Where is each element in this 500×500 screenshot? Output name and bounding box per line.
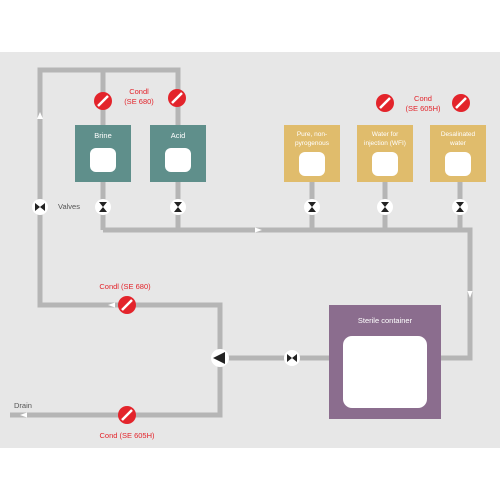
flow-arrow-icon [467,291,473,298]
drain-label: Drain [14,401,32,410]
tank-brine-label: Brine [94,131,112,140]
flow-arrow-icon [37,112,43,119]
flow-arrow-icon [20,412,27,418]
tank-pure-label-line1: Pure, non- [297,131,327,138]
tank-desal: Desalinated water [430,125,486,182]
pump-icon[interactable] [211,349,229,367]
sterile-container-label: Sterile container [358,316,413,325]
tank-desal-label-line2: water [449,140,467,147]
sensor-label-top-right-model: (SE 605H) [405,104,441,113]
sensor-label-middle: Condl (SE 680) [99,282,151,291]
flow-arrows [20,112,473,418]
conductivity-sensor-icon[interactable] [118,296,136,314]
valves [32,199,468,366]
sensors [94,89,470,424]
tank-brine: Brine [75,125,131,182]
flow-arrow-icon [255,227,262,233]
valve-icon[interactable] [284,350,300,366]
tank-pure-label-line2: pyrogenous [295,140,330,147]
conductivity-sensor-icon[interactable] [118,406,136,424]
sterile-container: Sterile container [329,305,441,419]
sensor-label-bottom: Cond (SE 605H) [99,431,155,440]
valve-icon[interactable] [377,199,393,215]
tank-wfi-label-line2: injection (WFI) [364,140,406,147]
sensor-label-top-left-line2: (SE 680) [124,97,154,106]
tank-desal-label-line1: Desalinated [441,131,476,138]
valve-icon[interactable] [32,199,48,215]
flow-arrow-icon [108,302,115,308]
tank-acid-label: Acid [171,131,186,140]
valve-icon[interactable] [452,199,468,215]
pipe-left-return [37,225,330,361]
tank-acid: Acid [150,125,206,182]
conductivity-sensor-icon[interactable] [376,94,394,112]
sensor-label-top-right: Cond [414,94,432,103]
sensor-label-top-left-line1: Condl [129,87,149,96]
tank-wfi-label-line1: Water for [372,131,399,138]
valve-icon[interactable] [95,199,111,215]
tank-wfi: Water for injection (WFI) [357,125,413,182]
conductivity-sensor-icon[interactable] [94,92,112,110]
valves-label: Valves [58,202,80,211]
pipe-drain [10,358,223,418]
conductivity-sensor-icon[interactable] [452,94,470,112]
conductivity-sensor-icon[interactable] [168,89,186,107]
valve-icon[interactable] [170,199,186,215]
valve-icon[interactable] [304,199,320,215]
tank-pure: Pure, non- pyrogenous [284,125,340,182]
